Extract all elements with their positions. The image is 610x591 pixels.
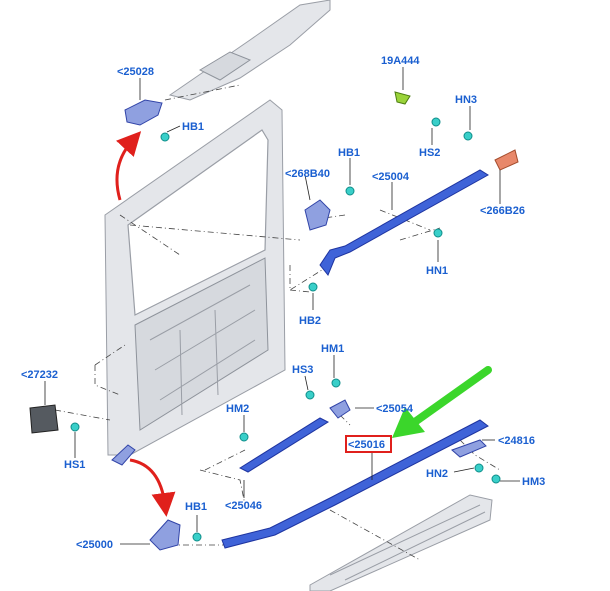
label-25000: <25000: [76, 539, 113, 551]
label-266B26: <266B26: [480, 205, 525, 217]
label-hs3: HS3: [292, 364, 313, 376]
side-sill: [309, 494, 493, 591]
label-hm3: HM3: [522, 476, 545, 488]
green-arrow: [392, 366, 492, 438]
sliding-door-panel: [104, 99, 286, 456]
lower-rail: [221, 419, 489, 549]
label-hs2: HS2: [419, 147, 440, 159]
upper-hinge: [124, 99, 163, 126]
label-hb1-top: HB1: [182, 121, 204, 133]
label-hm2: HM2: [226, 403, 249, 415]
upper-rail: [319, 169, 489, 276]
label-hn2: HN2: [426, 468, 448, 480]
label-hn1: HN1: [426, 265, 448, 277]
lower-roller: [111, 444, 136, 466]
highlight-box: [345, 435, 392, 453]
label-25054: <25054: [376, 403, 414, 415]
part-labels: <25028 HB1 <268B40 HB1 <25004 19A444 HN3…: [21, 55, 545, 551]
label-27232: <27232: [21, 369, 58, 381]
label-24816: <24816: [498, 435, 535, 447]
middle-hinge: [304, 199, 331, 231]
bracket-25054: [329, 399, 351, 419]
label-hb1-bottom: HB1: [185, 501, 207, 513]
label-25016: <25016: [348, 439, 385, 451]
bracket-266B26: [494, 149, 519, 171]
fasteners: [70, 117, 501, 542]
red-arrows: [115, 131, 176, 517]
lower-hinge: [149, 519, 181, 551]
center-rail: [238, 417, 330, 473]
roof-rail: [168, 0, 331, 101]
roller-24816: [451, 439, 487, 458]
clip-19A444: [394, 91, 411, 105]
door-latch: [29, 404, 59, 434]
label-hb2: HB2: [299, 315, 321, 327]
label-hs1: HS1: [64, 459, 85, 471]
label-19A444: 19A444: [381, 55, 420, 67]
label-hn3: HN3: [455, 94, 477, 106]
label-leaders: [44, 67, 520, 545]
label-hb1-mid: HB1: [338, 147, 360, 159]
label-25028: <25028: [117, 66, 154, 78]
label-268B40: <268B40: [285, 168, 330, 180]
label-25004: <25004: [372, 171, 410, 183]
label-hm1: HM1: [321, 343, 344, 355]
label-25046: <25046: [225, 500, 262, 512]
